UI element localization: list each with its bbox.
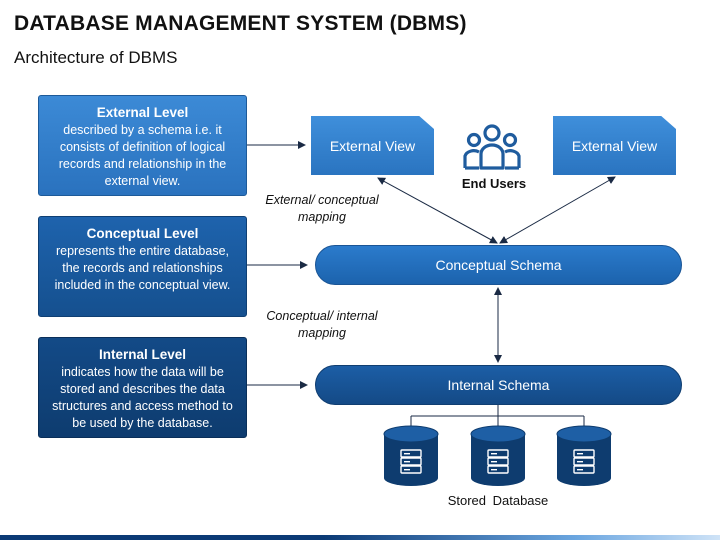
internal-schema: Internal Schema [315, 365, 682, 405]
conceptual-level-box: Conceptual Level represents the entire d… [38, 216, 247, 317]
database-icon [383, 425, 439, 486]
arrow-right-view-conceptual [499, 176, 616, 244]
page-subtitle: Architecture of DBMS [14, 48, 178, 67]
external-view-right: External View [553, 116, 676, 175]
external-level-box: External Level described by a schema i.e… [38, 95, 247, 196]
stored-database-label: Stored Database [447, 493, 549, 508]
end-users-label: End Users [461, 176, 527, 191]
internal-level-description: indicates how the data will be stored an… [52, 365, 233, 430]
external-level-description: described by a schema i.e. it consists o… [58, 123, 227, 188]
users-icon [463, 124, 521, 170]
conceptual-schema: Conceptual Schema [315, 245, 682, 285]
external-conceptual-mapping-label: External/ conceptual mapping [265, 193, 379, 224]
external-view-left: External View [311, 116, 434, 175]
internal-level-heading: Internal Level [98, 347, 187, 362]
page-title: DATABASE MANAGEMENT SYSTEM (DBMS) [14, 12, 467, 35]
footer-accent-bar [0, 535, 720, 540]
arrow-left-view-conceptual [377, 177, 498, 244]
conceptual-level-description: represents the entire database, the reco… [54, 244, 231, 292]
conceptual-internal-mapping-label: Conceptual/ internal mapping [266, 309, 378, 340]
internal-level-box: Internal Level indicates how the data wi… [38, 337, 247, 438]
conceptual-level-heading: Conceptual Level [86, 226, 199, 241]
database-icon [470, 425, 526, 486]
database-icon [556, 425, 612, 486]
external-level-heading: External Level [96, 105, 189, 120]
